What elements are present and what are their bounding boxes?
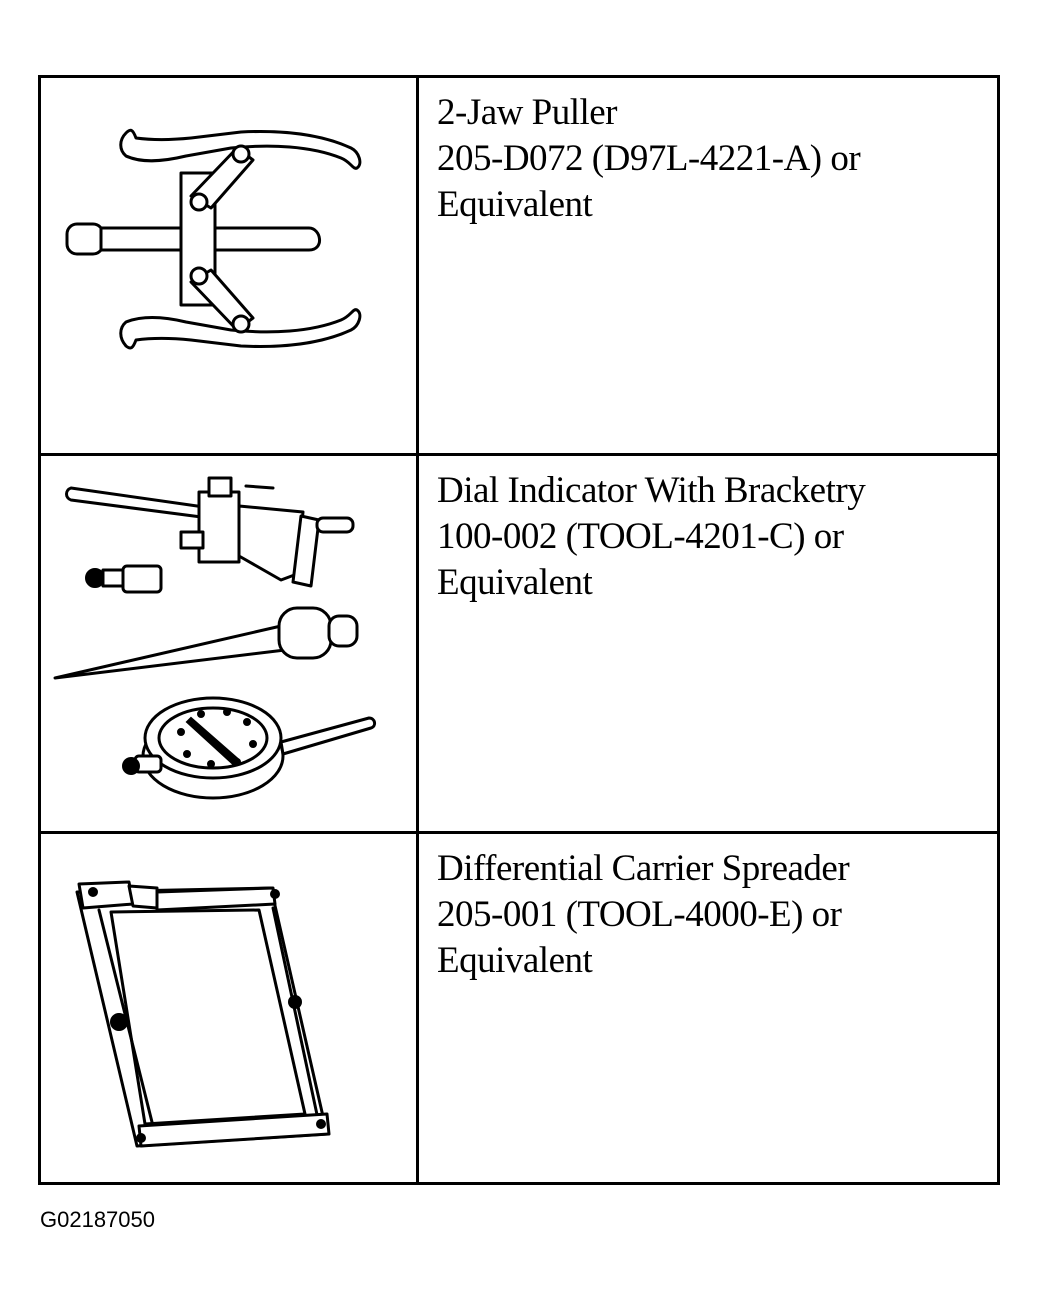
special-tools-table: 2-Jaw Puller 205-D072 (D97L-4221-A) or E… (38, 75, 1000, 1185)
tool-image-cell (41, 834, 419, 1182)
tool-part-number: 205-001 (TOOL-4000-E) or (437, 894, 842, 935)
tool-part-number: 205-D072 (D97L-4221-A) or (437, 138, 861, 179)
jaw-puller-illustration (65, 128, 362, 350)
tool-description: Dial Indicator With Bracketry 100-002 (T… (437, 468, 987, 606)
figure-id: G02187050 (40, 1207, 155, 1232)
tool-part-number: 100-002 (TOOL-4201-C) or (437, 516, 844, 557)
tool-image-cell (41, 78, 419, 453)
tool-row-dial-indicator: Dial Indicator With Bracketry 100-002 (T… (41, 456, 997, 834)
tool-equivalent-note: Equivalent (437, 184, 593, 225)
tool-name: 2-Jaw Puller (437, 92, 618, 133)
carrier-spreader-illustration (75, 880, 331, 1148)
tool-description: Differential Carrier Spreader 205-001 (T… (437, 846, 987, 984)
dial-indicator-illustration (53, 476, 377, 800)
tool-row-carrier-spreader: Differential Carrier Spreader 205-001 (T… (41, 834, 997, 1182)
tool-equivalent-note: Equivalent (437, 940, 593, 981)
tool-description: 2-Jaw Puller 205-D072 (D97L-4221-A) or E… (437, 90, 987, 228)
tool-row-jaw-puller: 2-Jaw Puller 205-D072 (D97L-4221-A) or E… (41, 78, 997, 456)
tool-name: Differential Carrier Spreader (437, 848, 850, 889)
tool-equivalent-note: Equivalent (437, 562, 593, 603)
tool-name: Dial Indicator With Bracketry (437, 470, 866, 511)
tool-image-cell (41, 456, 419, 831)
